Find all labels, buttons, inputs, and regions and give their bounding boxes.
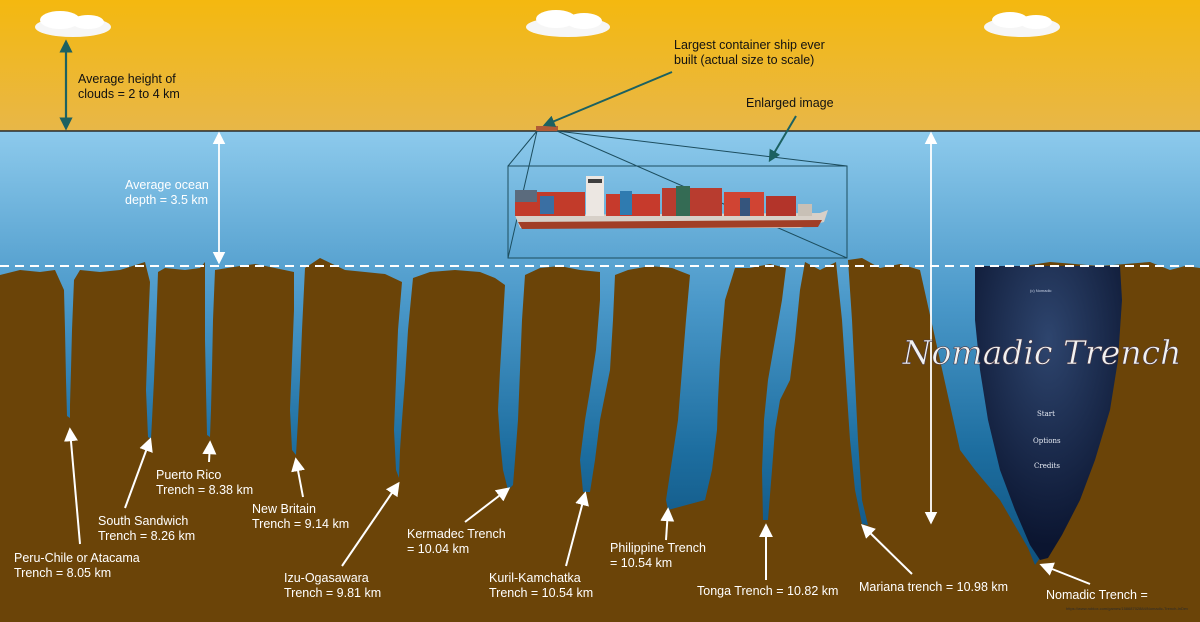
game-url: https://www.roblox.com/games/15868702884… — [1066, 606, 1189, 611]
ship-scale-marker — [536, 126, 558, 131]
seafloor-earth — [0, 258, 1200, 622]
cloud-height-label: Average height of clouds = 2 to 4 km — [78, 72, 180, 102]
cloud-height-line1: Average height of — [78, 72, 176, 86]
arrow-mariana — [860, 524, 913, 575]
trench-label-kuril-kamchatka: Kuril-Kamchatka Trench = 10.54 km — [489, 571, 593, 601]
trench-label-tonga: Tonga Trench = 10.82 km — [697, 584, 838, 599]
trench-label-philippine: Philippine Trench = 10.54 km — [610, 541, 706, 571]
trench-name: Kermadec Trench — [407, 527, 506, 541]
game-menu-start: Start — [1037, 410, 1055, 418]
ship-label-line1: Largest container ship ever — [674, 38, 825, 52]
trench-name: Philippine Trench — [610, 541, 706, 555]
trench-label-peru-chile: Peru-Chile or Atacama Trench = 8.05 km — [14, 551, 140, 581]
trench-depth: Trench = 8.05 km — [14, 566, 112, 580]
trench-depth: Trench = 9.81 km — [284, 586, 382, 600]
trench-depth: Trench = 10.54 km — [489, 586, 594, 600]
enlarged-image-text: Enlarged image — [746, 96, 834, 110]
arrow-kuril-kamchatka — [565, 491, 589, 567]
trench-label-nomadic: Nomadic Trench = — [1046, 588, 1148, 603]
nomadic-trench-game-panel — [975, 266, 1122, 560]
trench-depth: Trench = 8.38 km — [156, 483, 254, 497]
ocean-depth-label: Average ocean depth = 3.5 km — [125, 178, 209, 208]
trench-depth: = 10.54 km — [610, 556, 673, 570]
trench-depth: = 10.04 km — [407, 542, 470, 556]
cloud-icon — [984, 12, 1060, 37]
trench-name: Izu-Ogasawara — [284, 571, 369, 585]
arrow-nomadic — [1039, 562, 1091, 585]
nomadic-trench-logo: Nomadic Trench — [902, 333, 1182, 372]
trench-name: Mariana trench = 10.98 km — [859, 580, 1009, 594]
ship-label-line2: built (actual size to scale) — [674, 53, 815, 67]
game-panel-header: (c) Nomadic — [1030, 288, 1052, 293]
trench-name: New Britain — [252, 502, 316, 516]
container-ship-image — [515, 176, 828, 229]
trench-name: Kuril-Kamchatka — [489, 571, 581, 585]
trench-depth: Trench = 9.14 km — [252, 517, 350, 531]
arrow-izu-ogasawara — [341, 481, 400, 567]
trench-depth: Trench = 8.26 km — [98, 529, 196, 543]
trench-label-mariana: Mariana trench = 10.98 km — [859, 580, 1008, 595]
arrow-south-sandwich — [124, 437, 153, 509]
trench-name: Tonga Trench = 10.82 km — [697, 584, 839, 598]
trench-label-izu-ogasawara: Izu-Ogasawara Trench = 9.81 km — [284, 571, 381, 601]
ship-pointer-arrow — [542, 71, 673, 127]
trench-label-south-sandwich: South Sandwich Trench = 8.26 km — [98, 514, 195, 544]
arrow-peru-chile — [64, 427, 81, 545]
arrow-kermadec — [464, 487, 511, 523]
cloud-height-line2: clouds = 2 to 4 km — [78, 87, 180, 101]
game-menu-credits: Credits — [1034, 462, 1060, 470]
enlarged-pointer-arrow — [768, 115, 797, 163]
trench-name: Peru-Chile or Atacama — [14, 551, 140, 565]
trench-name: Puerto Rico — [156, 468, 222, 482]
trench-name: Nomadic Trench = — [1046, 588, 1148, 602]
ocean-depth-line1: Average ocean — [125, 178, 209, 192]
ocean-depth-line2: depth = 3.5 km — [125, 193, 209, 207]
ship-label: Largest container ship ever built (actua… — [674, 38, 825, 68]
trench-label-kermadec: Kermadec Trench = 10.04 km — [407, 527, 506, 557]
cloud-icon — [35, 11, 111, 37]
arrow-new-britain — [291, 457, 305, 498]
enlarged-image-label: Enlarged image — [746, 96, 834, 111]
trench-name: South Sandwich — [98, 514, 189, 528]
trench-label-puerto-rico: Puerto Rico Trench = 8.38 km — [156, 468, 253, 498]
trench-label-new-britain: New Britain Trench = 9.14 km — [252, 502, 349, 532]
cloud-icon — [526, 10, 610, 37]
game-menu-options: Options — [1033, 437, 1061, 445]
arrow-philippine — [660, 507, 675, 541]
arrow-puerto-rico — [202, 440, 217, 463]
